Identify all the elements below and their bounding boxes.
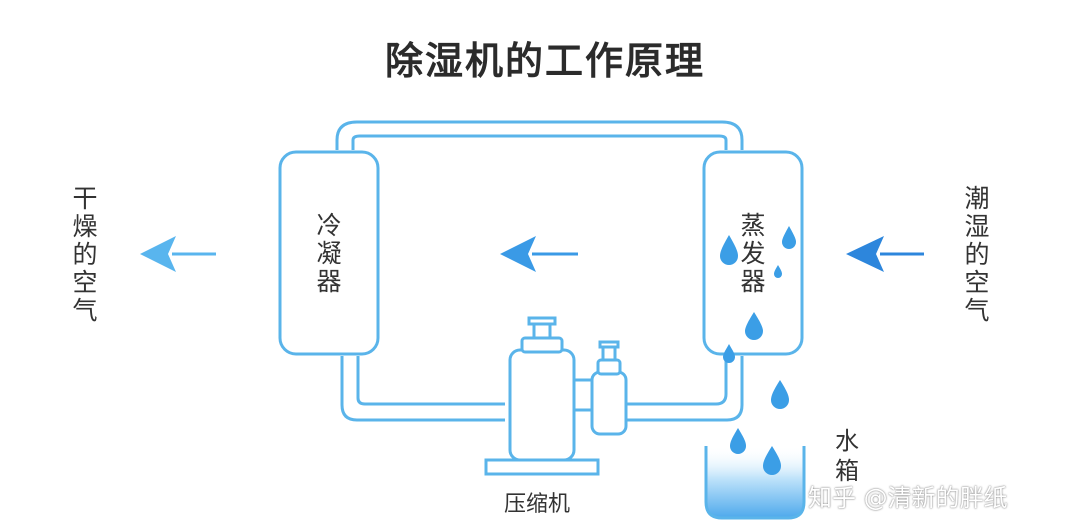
evaporator-box <box>702 150 804 356</box>
refrigerant-pipe <box>335 120 744 422</box>
humid-air-label: 潮湿的空气 <box>964 184 990 325</box>
condenser-box <box>278 150 380 356</box>
compressor-label: 压缩机 <box>504 492 571 517</box>
water-tank-label: 水箱 <box>835 427 859 485</box>
dry-air-label: 干燥的空气 <box>72 184 98 325</box>
water-drop-icon <box>720 226 796 475</box>
arrow-left-icon <box>846 236 924 272</box>
evaporator-label: 蒸发器 <box>740 211 766 296</box>
water-tank <box>704 446 806 520</box>
diagram-title: 除湿机的工作原理 <box>384 39 705 83</box>
arrow-left-icon <box>140 236 216 272</box>
condenser-label: 冷凝器 <box>316 211 342 296</box>
compressor-icon <box>484 316 628 476</box>
watermark: 知乎 @清新的胖纸 <box>808 484 1008 512</box>
arrow-left-icon <box>500 236 578 272</box>
